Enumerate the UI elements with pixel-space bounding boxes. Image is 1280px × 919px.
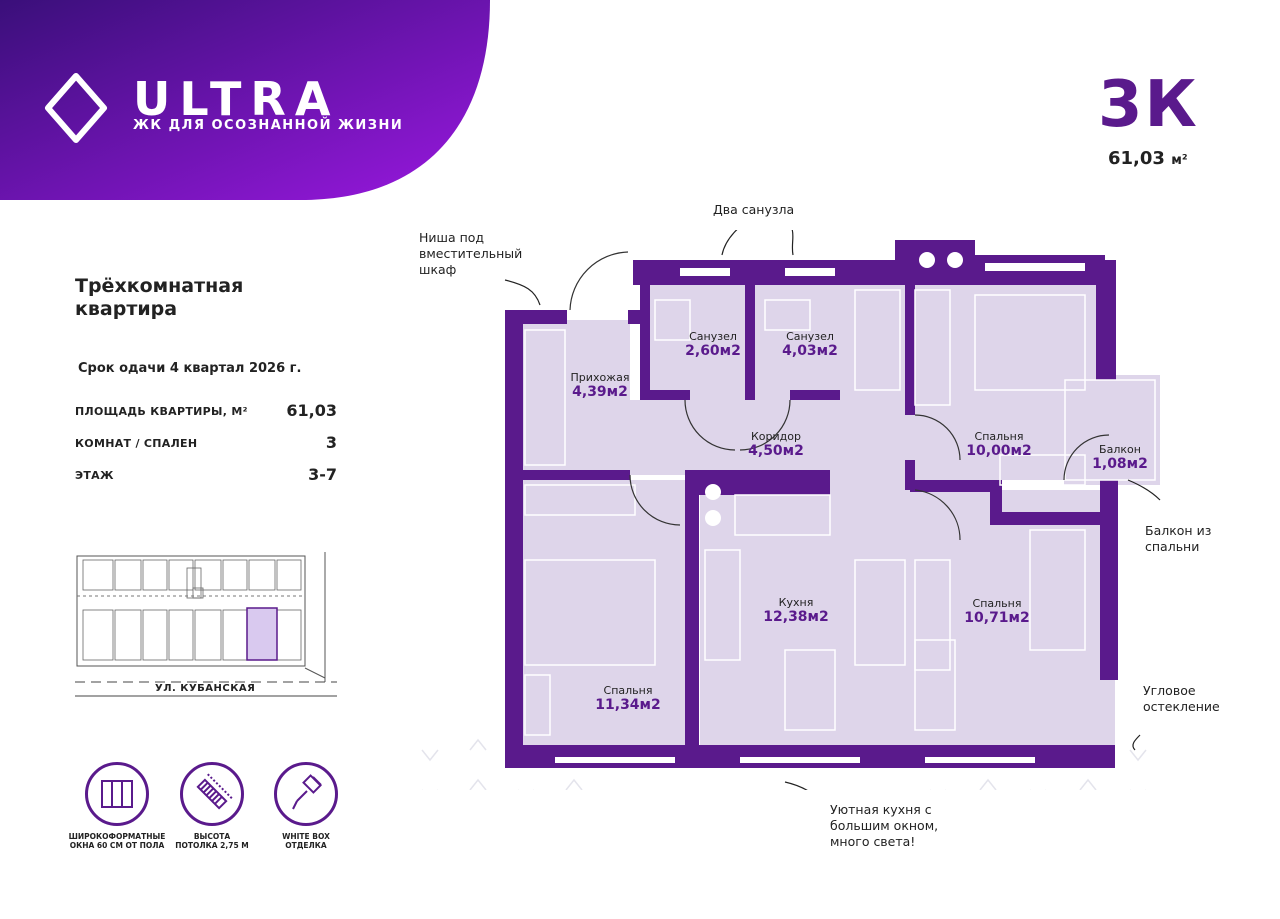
brush-icon xyxy=(274,762,338,826)
delivery-deadline: Срок одачи 4 квартал 2026 г. xyxy=(78,361,302,376)
room-bathroom-1: Санузел 2,60м2 xyxy=(685,330,741,359)
spec-row-area: ПЛОЩАДЬ КВАРТИРЫ, М² 61,03 xyxy=(75,401,337,425)
room-bedroom-1: Спальня 10,00м2 xyxy=(966,430,1032,459)
brand-tagline: ЖК ДЛЯ ОСОЗНАННОЙ ЖИЗНИ xyxy=(133,118,404,133)
apartment-type: 3К xyxy=(1098,68,1199,142)
spec-row-rooms: КОМНАТ / СПАЛЕН 3 xyxy=(75,433,337,457)
feature-caption: ШИРОКОФОРМАТНЫЕ ОКНА 60 СМ ОТ ПОЛА xyxy=(68,832,166,850)
feature-ceiling: ВЫСОТА ПОТОЛКА 2,75 М xyxy=(152,762,272,850)
street-label: УЛ. КУБАНСКАЯ xyxy=(155,683,256,694)
callout-niche: Ниша под вместительный шкаф xyxy=(419,230,523,277)
room-bathroom-2: Санузел 4,03м2 xyxy=(782,330,838,359)
callout-bathrooms: Два санузла xyxy=(713,202,795,217)
spec-value: 61,03 xyxy=(286,401,337,420)
feature-windows: ШИРОКОФОРМАТНЫЕ ОКНА 60 СМ ОТ ПОЛА xyxy=(57,762,177,850)
window-icon xyxy=(85,762,149,826)
floor-plan xyxy=(421,230,1161,790)
apartment-area-value: 61,03 xyxy=(1108,148,1165,169)
callout-balcony: Балкон из спальни xyxy=(1145,523,1212,554)
feature-caption: ВЫСОТА ПОТОЛКА 2,75 М xyxy=(175,832,249,850)
spec-label: ПЛОЩАДЬ КВАРТИРЫ, М² xyxy=(75,405,248,418)
ultra-logo-icon xyxy=(45,73,107,143)
callout-corner-glazing: Угловое остекление xyxy=(1143,683,1220,714)
feature-whitebox: WHITE BOX ОТДЕЛКА xyxy=(246,762,366,850)
apartment-area-unit: м² xyxy=(1171,153,1188,168)
room-kitchen: Кухня 12,38м2 xyxy=(763,596,829,625)
room-hallway: Прихожая 4,39м2 xyxy=(570,371,630,400)
room-bedroom-2: Спальня 11,34м2 xyxy=(595,684,661,713)
building-site-plan xyxy=(75,552,337,697)
feature-caption: WHITE BOX ОТДЕЛКА xyxy=(282,832,330,850)
apartment-area-heading: 61,03 м² xyxy=(1108,148,1188,169)
spec-label: ЭТАЖ xyxy=(75,469,114,482)
spec-value: 3-7 xyxy=(308,465,337,484)
callout-kitchen: Уютная кухня с большим окном, много свет… xyxy=(830,802,939,849)
room-bedroom-3: Спальня 10,71м2 xyxy=(964,597,1030,626)
brand-name: ULTRA xyxy=(133,72,340,126)
spec-label: КОМНАТ / СПАЛЕН xyxy=(75,437,198,450)
room-corridor: Коридор 4,50м2 xyxy=(748,430,804,459)
apartment-title: Трёхкомнатная квартира xyxy=(75,275,244,320)
ceiling-height-icon xyxy=(180,762,244,826)
room-balcony: Балкон 1,08м2 xyxy=(1092,443,1148,472)
spec-value: 3 xyxy=(325,433,337,452)
spec-row-floor: ЭТАЖ 3-7 xyxy=(75,465,337,489)
